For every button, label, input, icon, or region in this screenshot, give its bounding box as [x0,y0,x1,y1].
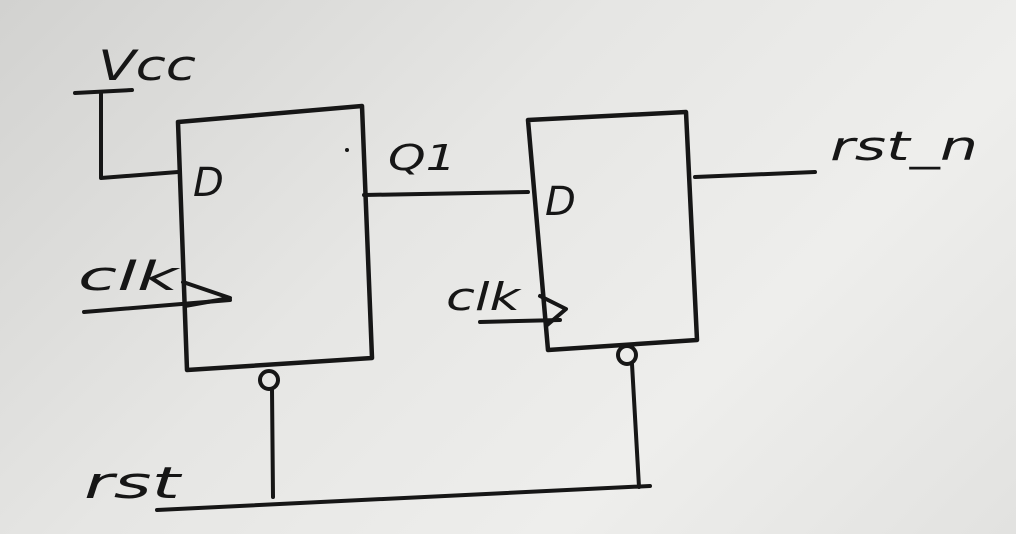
flip-flop-2-d-pin-label: D [545,179,576,225]
rst-n-output-wire [693,170,817,179]
clk-1-label: clk [78,254,181,300]
rst-n-label: rst_n [830,124,978,170]
flip-flop-1-reset-bubble [258,369,280,391]
flip-flop-2 [525,109,700,353]
clk-2-wire [478,318,562,324]
q1-wire [362,190,530,197]
flip-flop-2-reset-bubble [616,344,638,366]
vcc-bar [73,88,134,95]
q1-label: Q1 [388,138,456,179]
stray-mark [345,148,349,152]
flip-flop-2-reset-wire [630,362,641,489]
flip-flop-1-reset-wire [270,387,275,499]
rst-bus-wire [155,484,652,512]
rst-label: rst [84,458,183,509]
flip-flop-1-d-pin-label: D [193,160,224,206]
clk-2-label: clk [446,275,523,319]
flip-flop-1 [175,103,375,373]
vcc-wire [99,91,180,180]
clk-1-wire [82,298,232,314]
vcc-label: Vcc [98,41,196,90]
